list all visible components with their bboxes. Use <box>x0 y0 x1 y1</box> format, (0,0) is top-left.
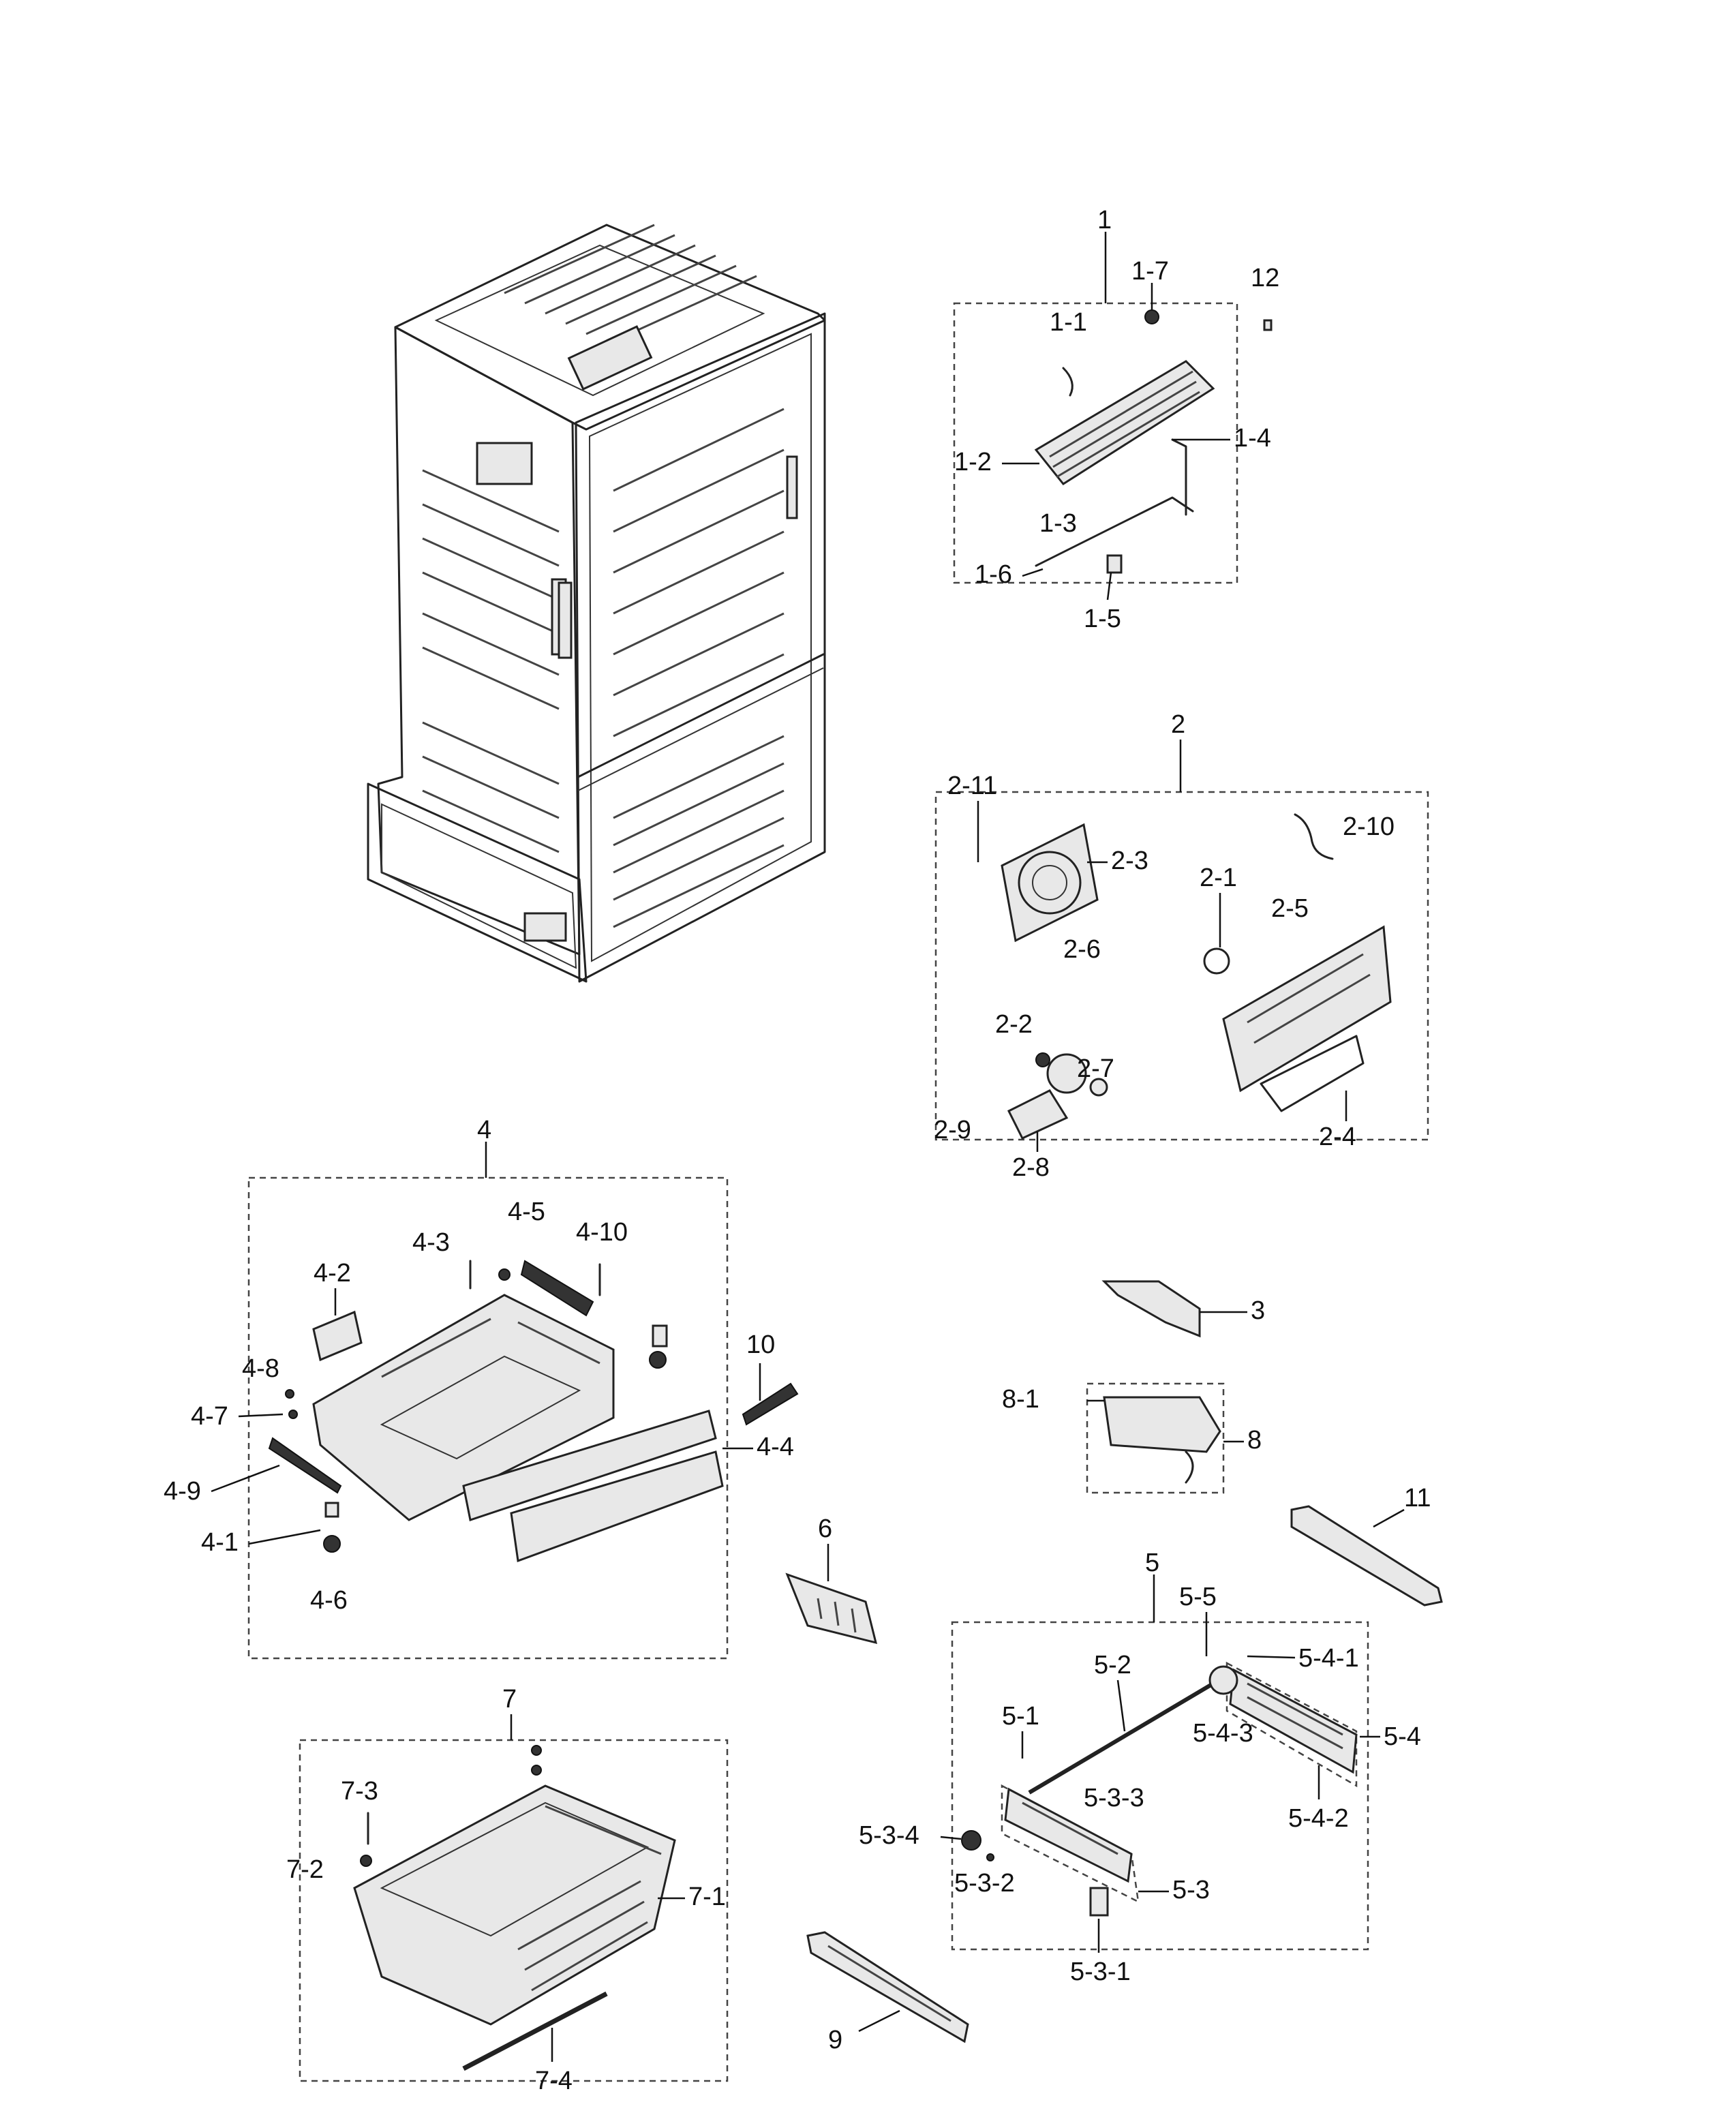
label-1-6: 1-6 <box>975 560 1012 589</box>
label-1-7: 1-7 <box>1131 257 1169 286</box>
group-5-rail-assembly <box>951 1574 1369 1951</box>
label-4-8: 4-8 <box>242 1354 279 1383</box>
group-1-labels: 1 1-7 12 1-1 1-2 1-4 1-3 1-6 1-5 <box>954 206 1279 633</box>
label-1-1: 1-1 <box>1050 308 1087 337</box>
group-4-drawer <box>247 1142 729 1660</box>
label-5: 5 <box>1145 1549 1159 1577</box>
label-2-5: 2-5 <box>1271 894 1309 923</box>
label-9: 9 <box>828 2026 842 2054</box>
group-2-fan-assembly <box>934 740 1429 1141</box>
label-7-1: 7-1 <box>688 1883 726 1911</box>
label-2: 2 <box>1171 710 1185 739</box>
label-4: 4 <box>477 1116 491 1144</box>
label-7-4: 7-4 <box>535 2067 573 2095</box>
group-1-evaporator <box>953 232 1273 584</box>
label-5-4-2: 5-4-2 <box>1288 1804 1349 1833</box>
group-2-labels: 2 2-11 2-10 2-3 2-1 2-5 2-6 2-2 2-7 2-9 … <box>934 710 1395 1182</box>
label-4-9: 4-9 <box>164 1477 201 1506</box>
label-4-1: 4-1 <box>201 1528 239 1557</box>
label-7: 7 <box>502 1685 517 1714</box>
label-5-3-1: 5-3-1 <box>1070 1958 1131 1986</box>
group-5-labels: 5 5-5 5-4-1 5-2 5-1 5-4-3 5-4 5-4-2 5-3-… <box>859 1549 1421 1986</box>
label-5-2: 5-2 <box>1094 1651 1131 1679</box>
label-2-2: 2-2 <box>995 1010 1033 1039</box>
label-5-3-2: 5-3-2 <box>954 1869 1015 1898</box>
label-7-3: 7-3 <box>341 1777 378 1806</box>
label-1-2: 1-2 <box>954 448 992 476</box>
label-11: 11 <box>1404 1484 1431 1512</box>
label-3: 3 <box>1251 1296 1265 1325</box>
group-7-labels: 7 7-3 7-2 7-1 7-4 <box>286 1685 726 2095</box>
label-1: 1 <box>1097 206 1112 234</box>
label-5-3-4: 5-3-4 <box>859 1821 919 1850</box>
label-7-2: 7-2 <box>286 1855 324 1884</box>
label-8: 8 <box>1247 1426 1262 1455</box>
label-8-1: 8-1 <box>1002 1385 1039 1414</box>
label-12: 12 <box>1251 264 1279 292</box>
part-11-cover: 11 <box>1290 1484 1443 1607</box>
label-2-7: 2-7 <box>1077 1054 1114 1083</box>
group-8-assembly: 8-1 8 <box>1002 1382 1262 1494</box>
label-2-1: 2-1 <box>1200 864 1237 892</box>
part-9-rail: 9 <box>806 1931 969 2054</box>
label-4-2: 4-2 <box>314 1259 351 1288</box>
label-4-6: 4-6 <box>310 1586 348 1615</box>
label-2-11: 2-11 <box>947 772 997 800</box>
label-1-4: 1-4 <box>1234 424 1271 453</box>
label-2-4: 2-4 <box>1319 1123 1356 1151</box>
label-2-8: 2-8 <box>1012 1153 1050 1182</box>
label-5-5: 5-5 <box>1179 1583 1217 1611</box>
label-5-4-3: 5-4-3 <box>1193 1719 1253 1748</box>
label-4-5: 4-5 <box>508 1198 545 1226</box>
label-6: 6 <box>818 1515 832 1543</box>
label-1-3: 1-3 <box>1039 509 1077 538</box>
label-2-10: 2-10 <box>1343 812 1395 841</box>
label-1-5: 1-5 <box>1084 605 1121 633</box>
label-5-3: 5-3 <box>1172 1876 1210 1904</box>
part-10-rail: 10 <box>742 1330 799 1426</box>
group-7-basket <box>299 1714 729 2082</box>
label-2-6: 2-6 <box>1063 935 1101 964</box>
label-4-4: 4-4 <box>757 1433 794 1461</box>
group-4-labels: 4 4-5 4-10 4-3 4-2 4-8 4-7 4-9 4-1 4-6 4… <box>164 1116 794 1615</box>
label-10: 10 <box>746 1330 775 1359</box>
label-5-1: 5-1 <box>1002 1702 1039 1731</box>
label-2-3: 2-3 <box>1111 847 1148 875</box>
label-5-4: 5-4 <box>1384 1722 1421 1751</box>
label-4-3: 4-3 <box>412 1228 450 1257</box>
part-6-guard: 6 <box>785 1515 878 1645</box>
refrigerator-cabinet <box>367 224 826 983</box>
label-5-4-1: 5-4-1 <box>1298 1644 1359 1673</box>
label-4-10: 4-10 <box>576 1218 628 1247</box>
part-3-bracket: 3 <box>1101 1280 1265 1338</box>
label-5-3-3: 5-3-3 <box>1084 1784 1144 1812</box>
label-4-7: 4-7 <box>191 1402 228 1431</box>
label-2-9: 2-9 <box>934 1116 971 1144</box>
